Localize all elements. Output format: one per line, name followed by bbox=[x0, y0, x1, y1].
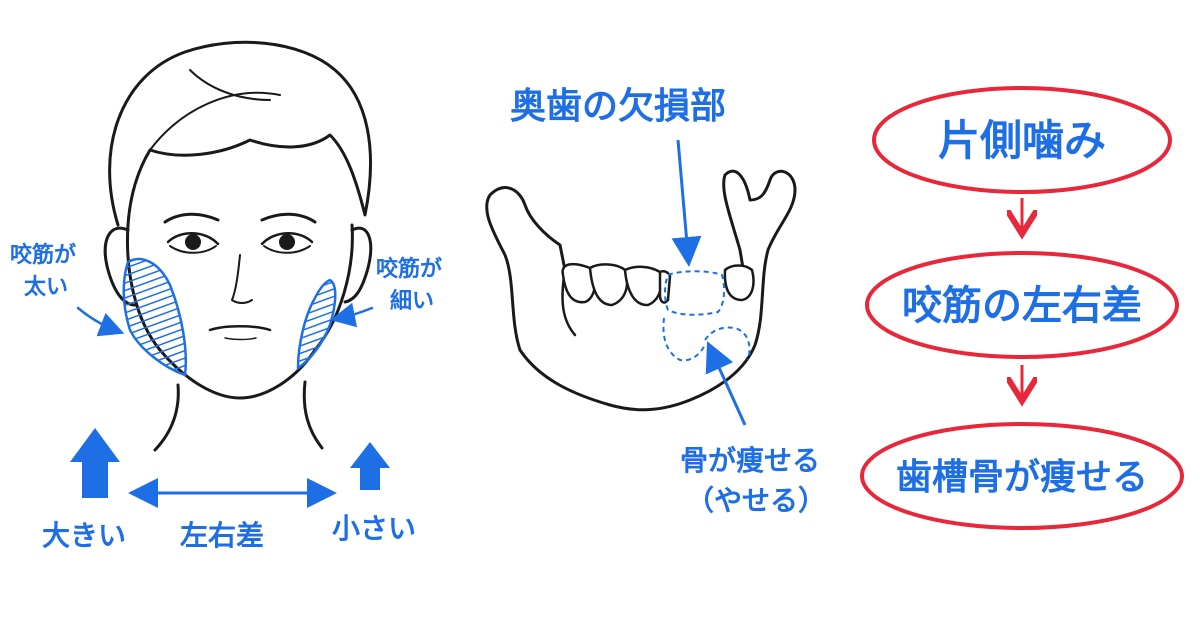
up-arrow-small bbox=[350, 442, 390, 490]
label-bone-1: 骨が痩せる bbox=[680, 444, 820, 477]
right-ear bbox=[343, 226, 373, 304]
flow-step-3: 歯槽骨が痩せる bbox=[860, 422, 1184, 530]
label-thin-1: 咬筋が bbox=[376, 256, 442, 282]
svg-text:咬筋の左右差: 咬筋の左右差 bbox=[902, 283, 1142, 329]
arrow-thin bbox=[330, 302, 374, 328]
label-missing-teeth: 奥歯の欠損部 bbox=[510, 85, 726, 127]
arrow-bone bbox=[705, 341, 747, 426]
hair-outline bbox=[108, 40, 372, 227]
nose bbox=[231, 254, 253, 304]
masseter-thin bbox=[296, 278, 337, 371]
flow-step-2: 咬筋の左右差 bbox=[865, 251, 1179, 359]
neck bbox=[153, 383, 180, 452]
face-illustration: 咬筋が 太い 咬筋が 細い 大きい 左右差 小さい bbox=[10, 40, 442, 552]
label-bone-2: （やせる） bbox=[686, 484, 826, 517]
label-thin-2: 細い bbox=[390, 288, 434, 314]
right-eye bbox=[260, 232, 314, 254]
mandible-outline bbox=[485, 169, 797, 412]
label-thick-1: 咬筋が bbox=[10, 242, 76, 268]
svg-text:歯槽骨が痩せる: 歯槽骨が痩せる bbox=[896, 457, 1148, 498]
svg-text:片側噛み: 片側噛み bbox=[938, 116, 1106, 165]
missing-teeth-dashed bbox=[664, 270, 726, 316]
label-thick-2: 太い bbox=[24, 275, 68, 300]
arrow-missing bbox=[671, 139, 702, 267]
label-diff: 左右差 bbox=[180, 519, 264, 552]
flow-step-1: 片側噛み bbox=[872, 86, 1172, 194]
left-eye bbox=[166, 232, 220, 254]
up-arrow-big bbox=[70, 428, 120, 498]
flow-chart: 片側噛み 咬筋の左右差 歯槽骨が痩せる bbox=[860, 86, 1184, 530]
label-big: 大きい bbox=[42, 519, 126, 552]
mandible-illustration: 奥歯の欠損部 骨が痩せる （やせる） bbox=[485, 85, 826, 517]
masseter-thick bbox=[122, 257, 187, 377]
teeth-row bbox=[561, 262, 755, 307]
arrow-thick bbox=[76, 306, 125, 337]
label-small: 小さい bbox=[332, 512, 416, 545]
mouth bbox=[208, 325, 272, 332]
